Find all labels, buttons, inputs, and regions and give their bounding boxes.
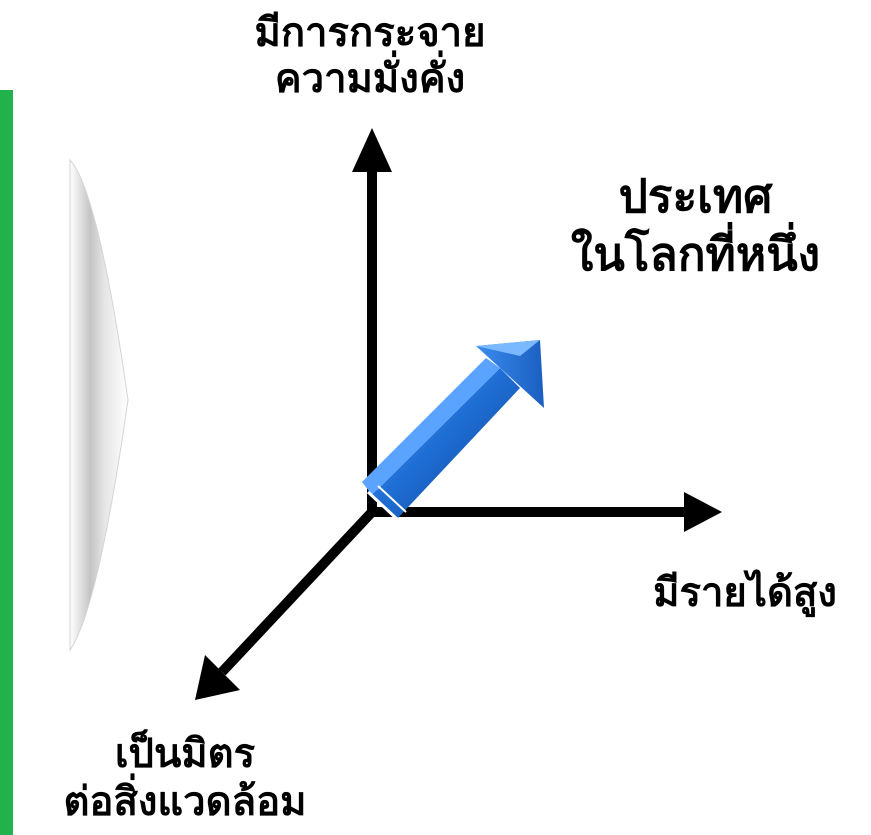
horizontal-axis-label: มีรายได้สูง — [653, 570, 837, 616]
vertical-axis-label: มีการกระจาย ความมั่งคั่ง — [200, 10, 540, 102]
diagonal-axis-label: เป็นมิตร ต่อสิ่งแวดล้อม — [0, 730, 370, 826]
vertical-axis-arrow — [352, 128, 392, 512]
chevron-decoration — [69, 158, 129, 652]
target-label-line-1: ประเทศ — [618, 169, 773, 223]
target-label: ประเทศ ในโลกที่หนึ่ง — [520, 168, 871, 283]
diagonal-axis-label-line-1: เป็นมิตร — [114, 731, 256, 777]
vertical-axis-label-line-1: มีการกระจาย — [254, 10, 486, 56]
vertical-axis-label-line-2: ความมั่งคั่ง — [274, 56, 466, 102]
horizontal-axis-arrow — [368, 492, 722, 532]
diagonal-axis-arrow — [195, 508, 376, 700]
diagonal-axis-label-line-2: ต่อสิ่งแวดล้อม — [63, 779, 307, 825]
side-bar — [0, 90, 13, 835]
target-label-line-2: ในโลกที่หนึ่ง — [570, 226, 821, 281]
direction-arrow — [362, 340, 544, 522]
